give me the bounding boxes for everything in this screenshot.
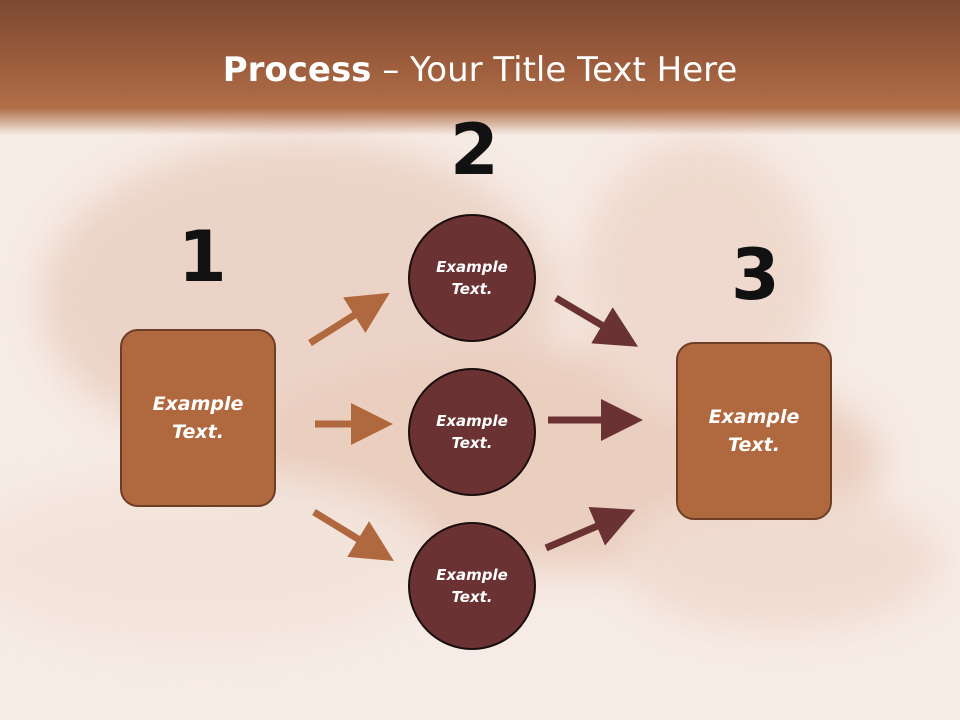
arrow-1-to-bottom	[312, 509, 394, 561]
circle-bottom-text: Example Text.	[436, 565, 508, 607]
step-box-1: Example Text.	[120, 329, 276, 507]
circle-top: Example Text.	[408, 214, 536, 342]
slide-title: Process – Your Title Text Here	[0, 50, 960, 90]
step-box-3-text: Example Text.	[708, 405, 800, 457]
circle-middle-text: Example Text.	[436, 411, 508, 453]
step-number-2: 2	[450, 109, 499, 191]
circle-top-text: Example Text.	[436, 257, 508, 299]
arrow-bottom-to-3	[544, 506, 636, 552]
arrow-1-to-top	[308, 292, 390, 346]
step-number-1: 1	[178, 216, 227, 298]
step-box-3: Example Text.	[676, 342, 832, 520]
step-box-1-text: Example Text.	[152, 392, 244, 444]
title-bar	[0, 0, 960, 135]
circle-bottom: Example Text.	[408, 522, 536, 650]
step-number-3: 3	[731, 234, 780, 316]
circle-middle: Example Text.	[408, 368, 536, 496]
title-bold: Process	[222, 50, 372, 90]
title-rest: – Your Title Text Here	[371, 50, 738, 90]
arrow-top-to-3	[554, 294, 639, 347]
